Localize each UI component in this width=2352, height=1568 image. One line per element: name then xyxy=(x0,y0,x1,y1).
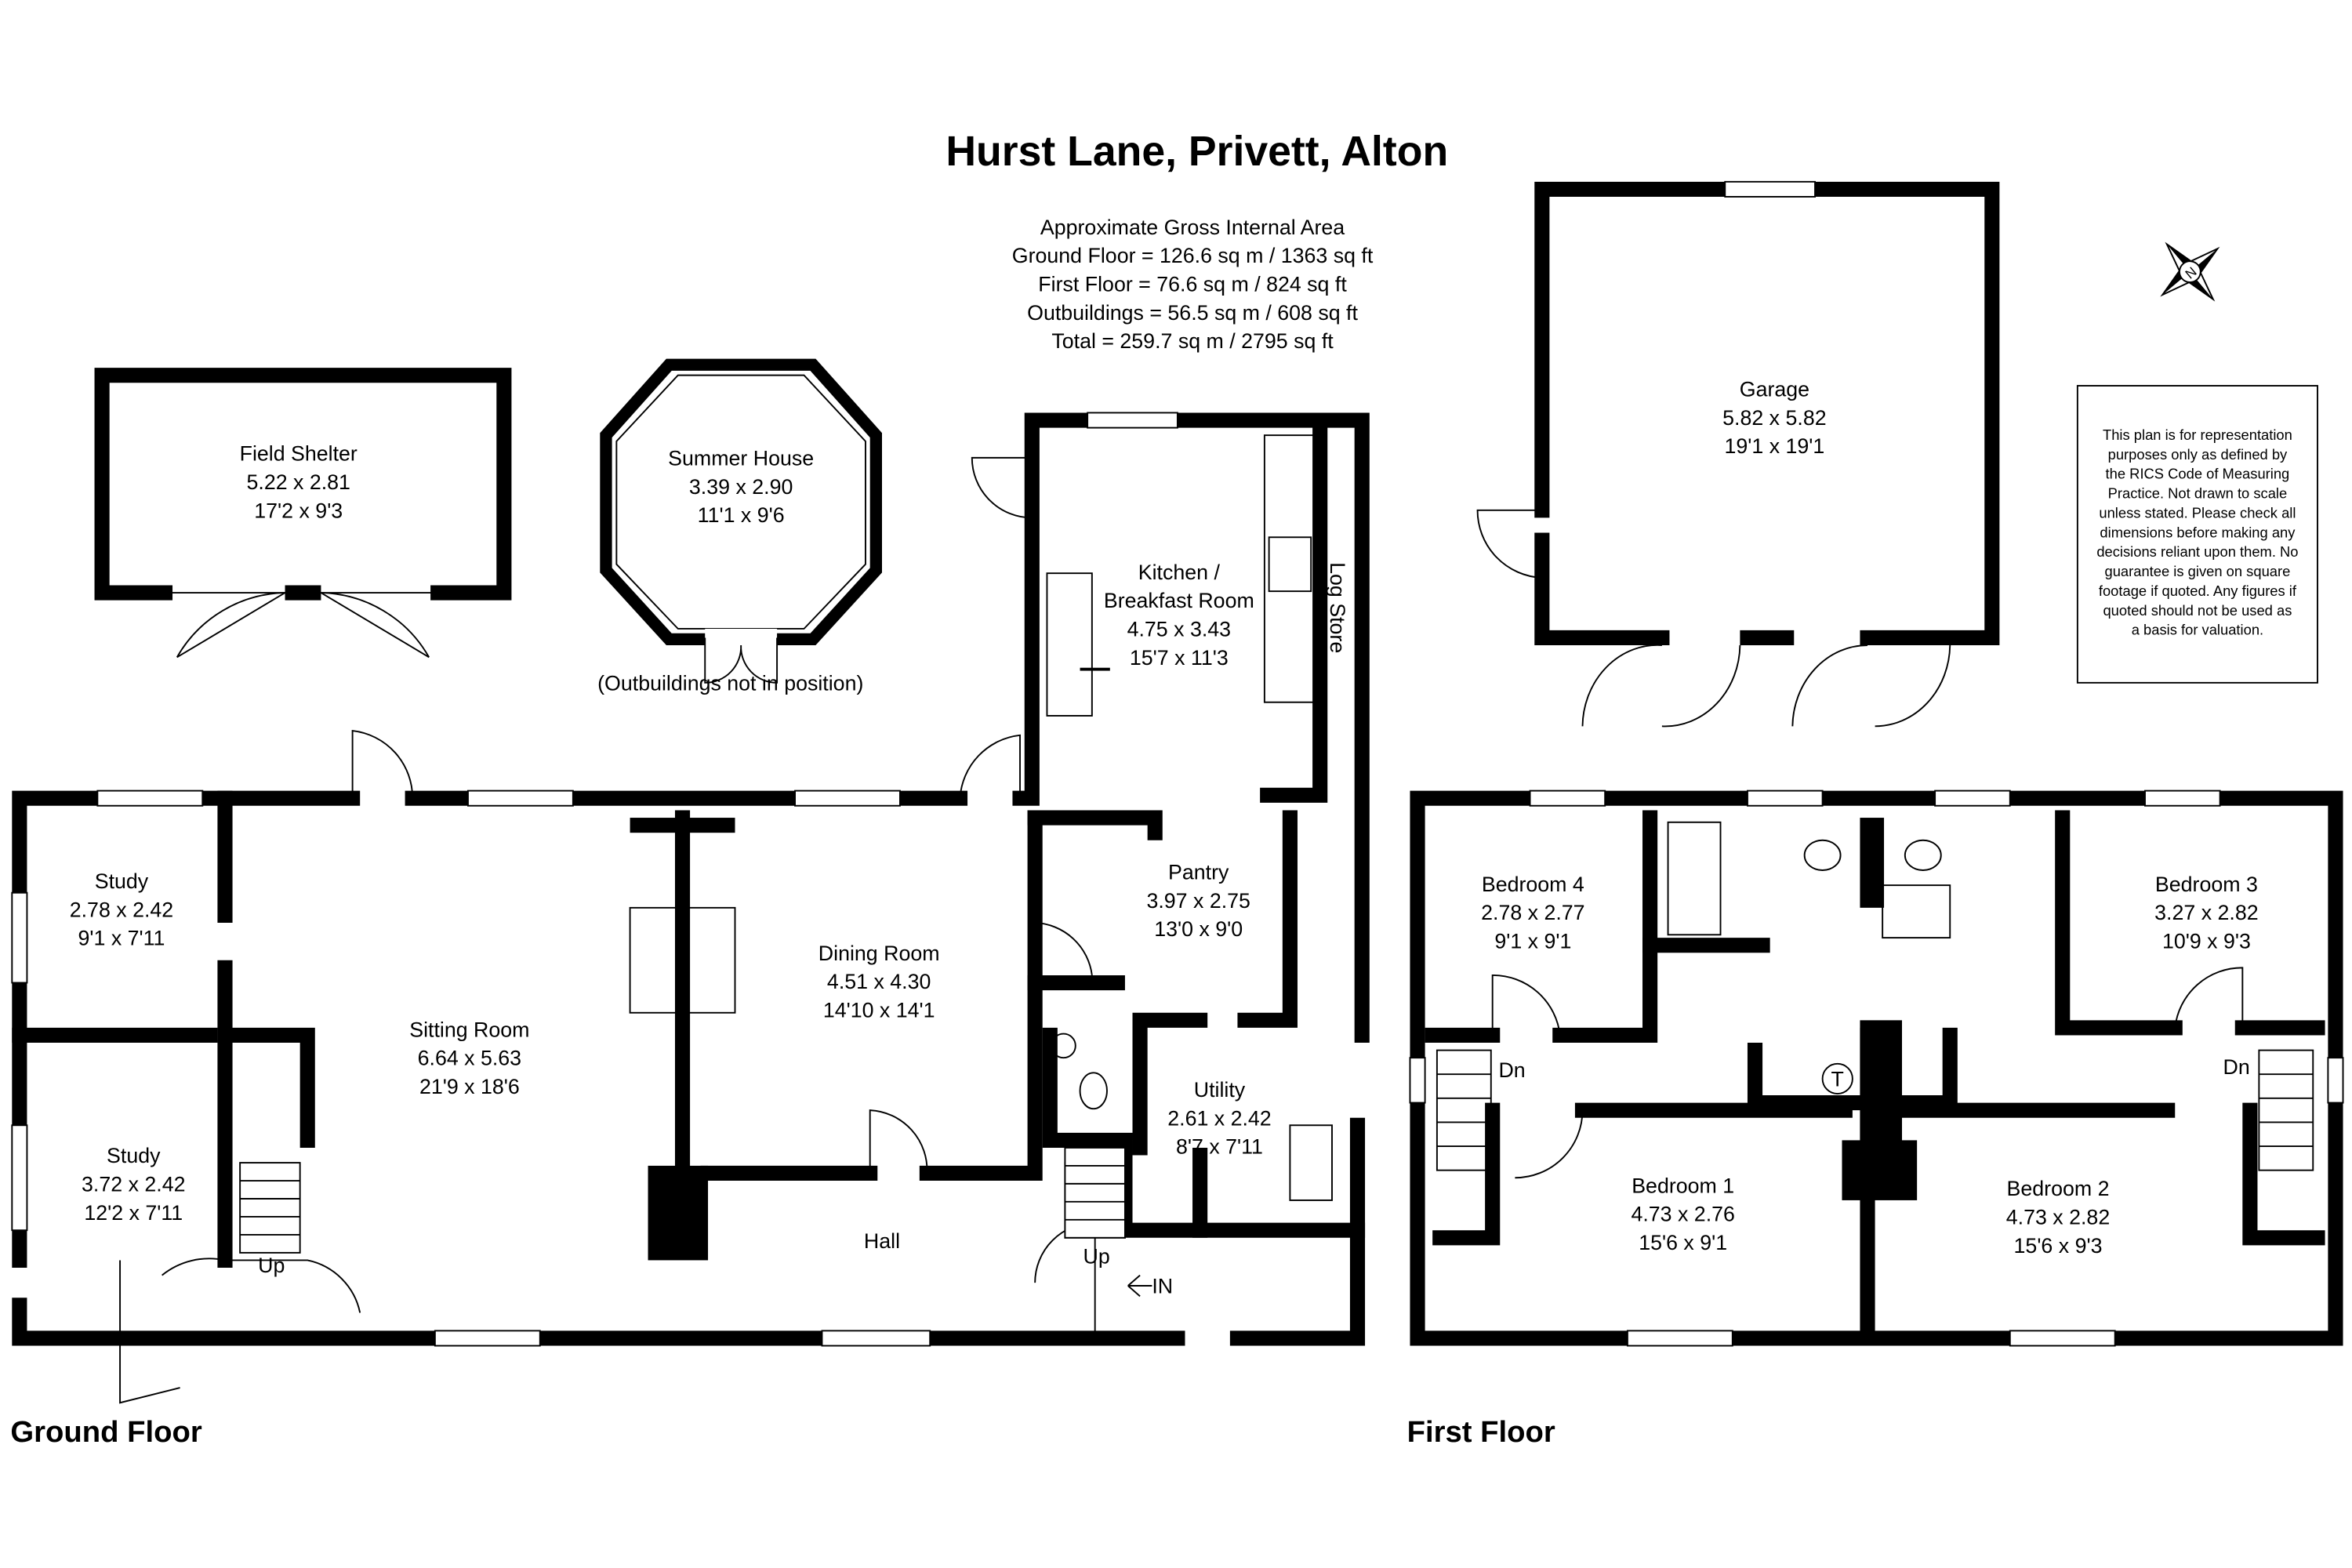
room-name: Log Store xyxy=(1326,562,1349,653)
room-name: Garage xyxy=(1740,377,1809,401)
room-metric: 2.78 x 2.42 xyxy=(70,898,173,921)
room-metric: 5.22 x 2.81 xyxy=(247,470,350,494)
stairs-up-label: Up xyxy=(1083,1244,1109,1268)
room-name: Sitting Room xyxy=(409,1018,529,1041)
room-imperial: 21'9 x 18'6 xyxy=(419,1075,520,1098)
room-name: Bedroom 1 xyxy=(1632,1174,1734,1197)
room-imperial: 12'2 x 7'11 xyxy=(84,1201,183,1225)
disclaimer-box: This plan is for representation purposes… xyxy=(2076,385,2318,684)
area-first: First Floor = 76.6 sq m / 824 sq ft xyxy=(1038,272,1347,296)
room-imperial: 17'2 x 9'3 xyxy=(254,499,343,522)
room-imperial: 11'1 x 9'6 xyxy=(698,503,785,527)
room-imperial: 15'6 x 9'1 xyxy=(1639,1231,1727,1254)
room-metric: 2.61 x 2.42 xyxy=(1167,1106,1271,1130)
room-imperial: 15'6 x 9'3 xyxy=(2014,1234,2103,1258)
tank-label: T xyxy=(1831,1068,1844,1091)
room-metric: 3.72 x 2.42 xyxy=(82,1172,185,1196)
room-metric: 3.97 x 2.75 xyxy=(1146,889,1250,913)
room-imperial: 19'1 x 19'1 xyxy=(1724,434,1824,458)
area-ground: Ground Floor = 126.6 sq m / 1363 sq ft xyxy=(1012,244,1374,267)
entrance-label: IN xyxy=(1152,1275,1173,1298)
stairs-up-label: Up xyxy=(258,1254,285,1277)
disclaimer-line: guarantee is given on square xyxy=(2105,563,2291,579)
room-metric: 6.64 x 5.63 xyxy=(418,1047,521,1070)
area-summary: Approximate Gross Internal Area Ground F… xyxy=(1012,216,1374,353)
room-name: Utility xyxy=(1194,1078,1246,1102)
stairs-down-label: Dn xyxy=(2223,1055,2250,1079)
room-metric: 2.78 x 2.77 xyxy=(1481,901,1584,924)
room-name: Breakfast Room xyxy=(1104,589,1254,612)
plan-title: Hurst Lane, Privett, Alton xyxy=(946,129,1448,175)
stairs-down-label: Dn xyxy=(1498,1058,1525,1082)
area-heading: Approximate Gross Internal Area xyxy=(1040,216,1345,239)
room-name: Field Shelter xyxy=(240,442,358,466)
first-floor-plan xyxy=(1409,789,2344,1347)
disclaimer-line: the RICS Code of Measuring xyxy=(2106,466,2290,482)
room-imperial: 9'1 x 9'1 xyxy=(1494,930,1571,953)
compass-icon: N xyxy=(2160,241,2220,302)
room-metric: 5.82 x 5.82 xyxy=(1722,406,1826,430)
field-shelter: Field Shelter 5.22 x 2.81 17'2 x 9'3 xyxy=(94,368,512,659)
room-metric: 4.73 x 2.82 xyxy=(2006,1206,2110,1229)
room-imperial: 13'0 x 9'0 xyxy=(1154,917,1243,941)
room-name: Kitchen / xyxy=(1138,561,1221,584)
first-floor-label: First Floor xyxy=(1407,1415,1555,1449)
area-total: Total = 259.7 sq m / 2795 sq ft xyxy=(1051,329,1334,353)
room-name: Dining Room xyxy=(818,942,940,965)
room-name: Study xyxy=(107,1144,161,1167)
disclaimer-line: footage if quoted. Any figures if xyxy=(2099,583,2297,599)
disclaimer-line: unless stated. Please check all xyxy=(2099,504,2296,521)
room-name: Summer House xyxy=(668,446,814,470)
outbuildings-note: (Outbuildings not in position) xyxy=(597,671,863,695)
disclaimer-line: a basis for valuation. xyxy=(2132,622,2263,638)
room-name: Bedroom 2 xyxy=(2007,1177,2110,1200)
room-name: Bedroom 3 xyxy=(2155,873,2258,896)
disclaimer-line: quoted should not be used as xyxy=(2103,602,2292,619)
room-imperial: 10'9 x 9'3 xyxy=(2162,930,2251,953)
disclaimer-line: purposes only as defined by xyxy=(2108,446,2288,463)
garage: Garage 5.82 x 5.82 19'1 x 19'1 xyxy=(1476,180,2000,728)
room-name: Pantry xyxy=(1168,860,1229,884)
room-name: Study xyxy=(95,869,149,893)
ground-floor-label: Ground Floor xyxy=(10,1415,201,1449)
room-name: Bedroom 4 xyxy=(1482,873,1584,896)
room-imperial: 15'7 x 11'3 xyxy=(1130,646,1229,670)
room-imperial: 8'7 x 7'11 xyxy=(1176,1135,1263,1159)
disclaimer-line: Practice. Not drawn to scale xyxy=(2108,485,2288,502)
room-labels: Kitchen / Breakfast Room 4.75 x 3.43 15'… xyxy=(70,561,2259,1298)
room-metric: 3.27 x 2.82 xyxy=(2154,901,2258,924)
room-metric: 3.39 x 2.90 xyxy=(689,475,793,499)
summer-house: Summer House 3.39 x 2.90 11'1 x 9'6 xyxy=(600,358,882,684)
room-metric: 4.73 x 2.76 xyxy=(1631,1203,1734,1226)
disclaimer-line: decisions reliant upon them. No xyxy=(2096,543,2298,560)
room-name: Hall xyxy=(864,1229,900,1253)
disclaimer-line: This plan is for representation xyxy=(2103,426,2292,443)
area-outbuildings: Outbuildings = 56.5 sq m / 608 sq ft xyxy=(1027,301,1358,325)
room-imperial: 14'10 x 14'1 xyxy=(823,999,935,1022)
room-metric: 4.75 x 3.43 xyxy=(1127,618,1231,641)
disclaimer-line: dimensions before making any xyxy=(2100,524,2296,540)
room-metric: 4.51 x 4.30 xyxy=(827,970,931,993)
room-imperial: 9'1 x 7'11 xyxy=(78,927,165,950)
ground-floor-plan xyxy=(11,412,1370,1404)
